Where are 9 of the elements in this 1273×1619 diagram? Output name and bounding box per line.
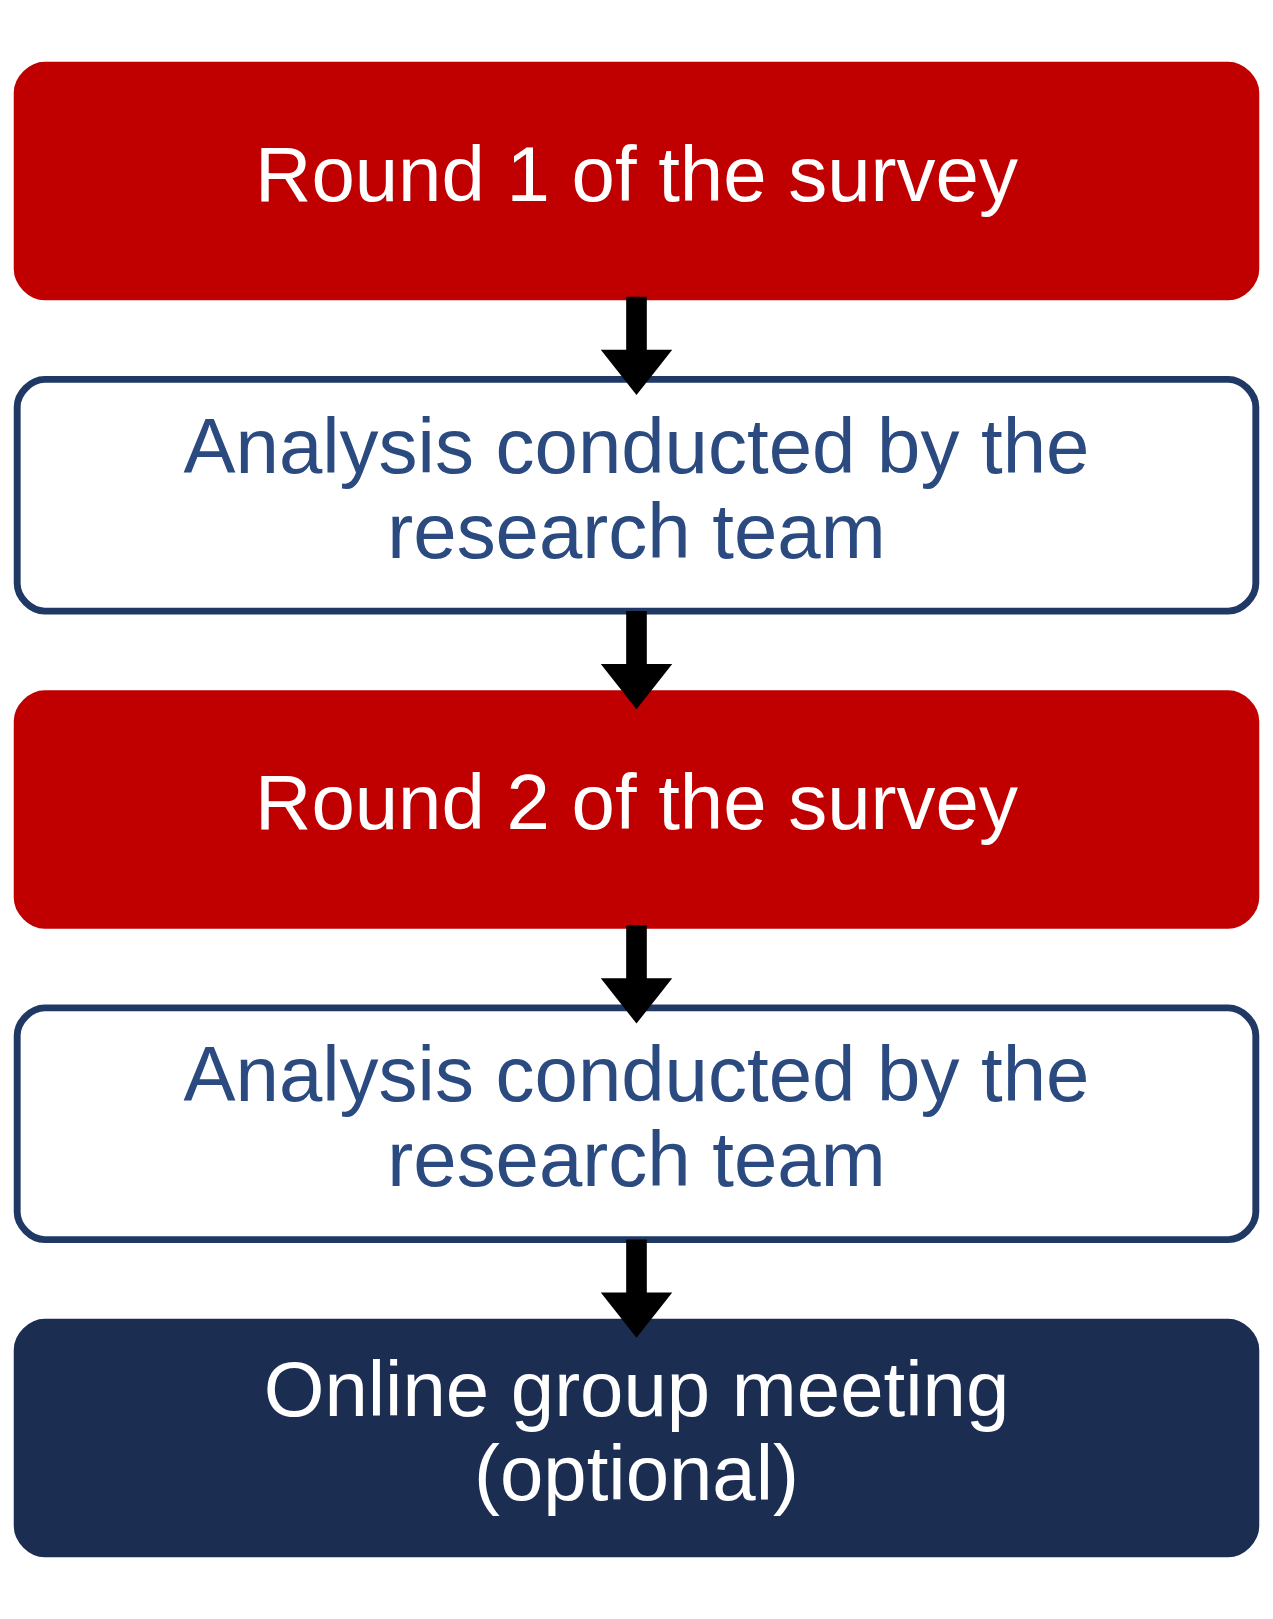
arrow <box>600 296 673 396</box>
node-box: Analysis conducted by the research team <box>13 1004 1260 1243</box>
arrow <box>600 925 673 1024</box>
node-box: Round 1 of the survey <box>13 61 1260 301</box>
node-box: Analysis conducted by the research team <box>13 376 1260 615</box>
node-box: Online group meeting (optional) <box>13 1318 1260 1558</box>
arrow <box>600 1239 673 1338</box>
arrow <box>600 611 673 710</box>
node-box: Round 2 of the survey <box>13 690 1260 929</box>
